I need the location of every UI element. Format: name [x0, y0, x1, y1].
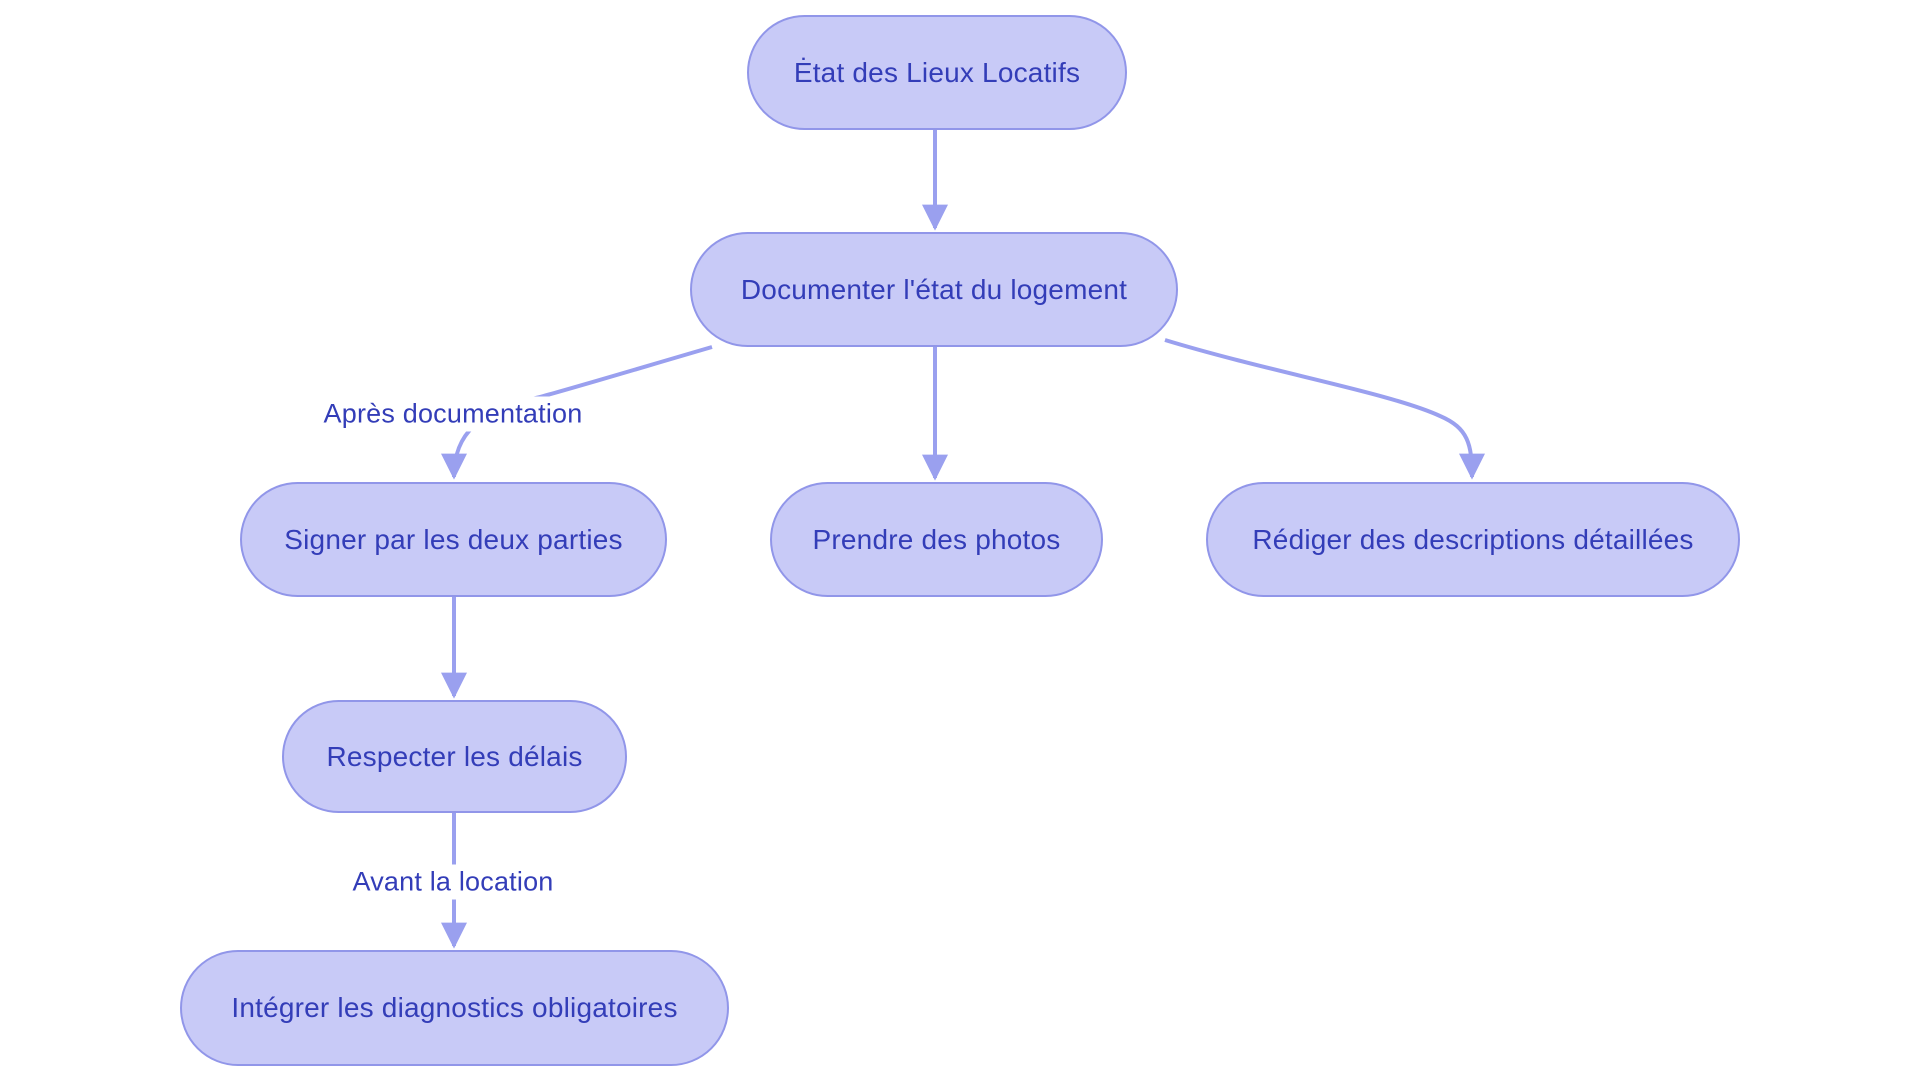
edge-label-avant-la-location: Avant la location: [344, 864, 562, 900]
node-etat-des-lieux: Ėtat des Lieux Locatifs: [747, 15, 1127, 130]
node-prendre-photos: Prendre des photos: [770, 482, 1103, 597]
edge-documenter-rediger: [1164, 338, 1485, 480]
node-signer-deux-parties: Signer par les deux parties: [240, 482, 667, 597]
node-rediger-descriptions: Rédiger des descriptions détaillées: [1206, 482, 1740, 597]
node-integrer-diagnostics: Intégrer les diagnostics obligatoires: [180, 950, 729, 1066]
edge-label-apres-documentation: Après documentation: [315, 396, 591, 432]
node-respecter-delais: Respecter les délais: [282, 700, 627, 813]
node-documenter-etat-logement: Documenter l'état du logement: [690, 232, 1178, 347]
